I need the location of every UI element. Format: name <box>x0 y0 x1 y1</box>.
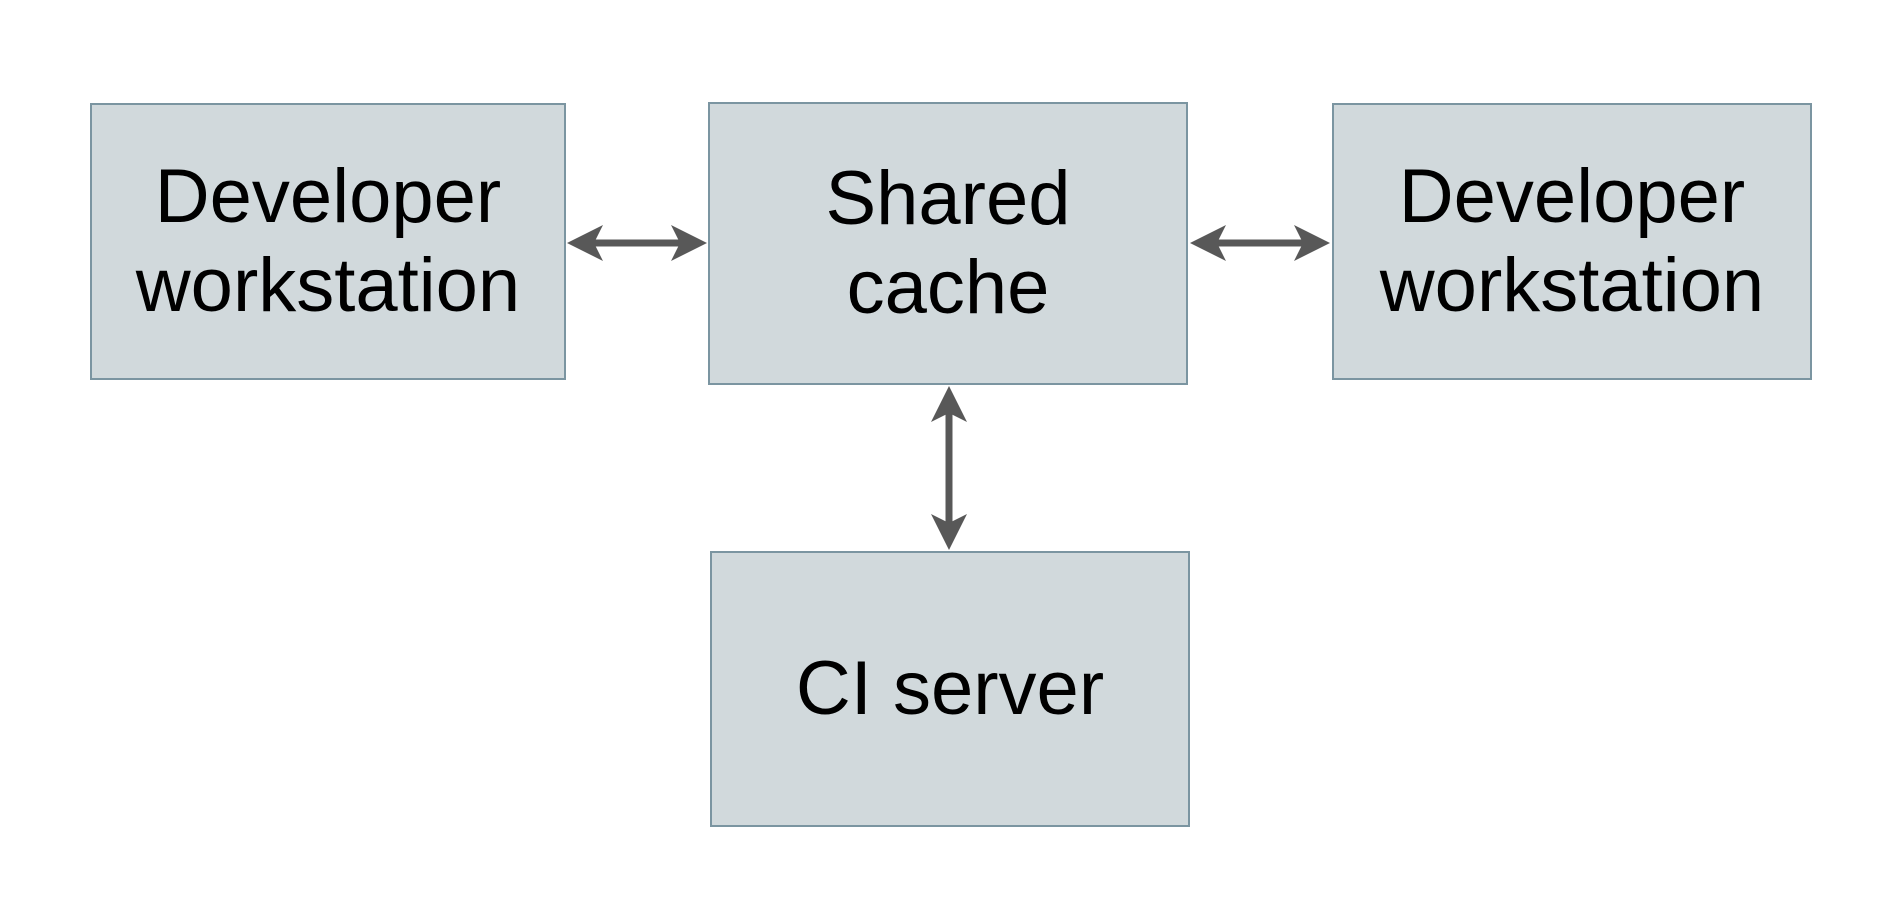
node-ci-server: CI server <box>710 551 1190 827</box>
node-label-ci-server: CI server <box>795 645 1105 731</box>
bidirectional-arrow-left-icon <box>567 225 707 261</box>
node-shared-cache: Shared cache <box>708 102 1188 385</box>
bidirectional-arrow-right-icon <box>1190 225 1330 261</box>
node-developer-workstation-left: Developer workstation <box>90 103 566 380</box>
bidirectional-arrow-vertical-icon <box>931 386 967 550</box>
node-label-developer-workstation-right: Developer workstation <box>1379 153 1765 328</box>
node-developer-workstation-right: Developer workstation <box>1332 103 1812 380</box>
node-label-shared-cache: Shared cache <box>825 155 1071 330</box>
node-label-developer-workstation-left: Developer workstation <box>135 153 521 328</box>
